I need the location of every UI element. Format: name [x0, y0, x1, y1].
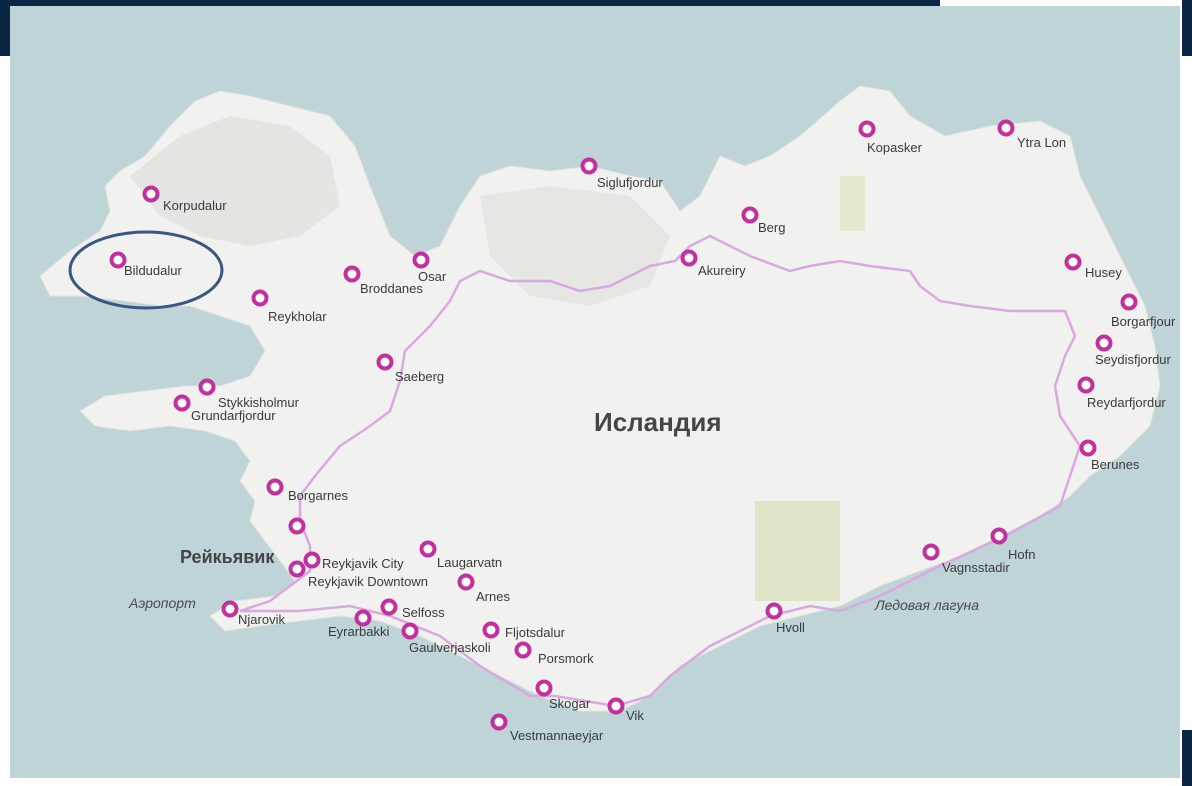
place-label: Laugarvatn — [437, 555, 502, 570]
place-marker-arnes[interactable]: Arnes — [457, 573, 511, 605]
place-marker-njarovik[interactable]: Njarovik — [221, 600, 286, 628]
place-label: Siglufjordur — [597, 175, 663, 190]
country-label: Исландия — [594, 407, 722, 437]
map-canvas: Исландия Рейкьявик Аэропорт Ледовая лагу… — [39, 85, 1176, 744]
green-park-area — [755, 501, 840, 601]
place-marker-unnamed[interactable] — [288, 517, 306, 535]
place-marker-selfoss[interactable]: Selfoss — [380, 598, 446, 621]
left-border-bar — [0, 0, 10, 56]
green-area-north — [840, 176, 865, 231]
place-label: Skogar — [549, 696, 591, 711]
place-label: Arnes — [476, 589, 510, 604]
place-marker-ytra-lon[interactable]: Ytra Lon — [997, 119, 1067, 151]
place-label: Broddanes — [360, 281, 423, 296]
place-label: Njarovik — [238, 612, 285, 627]
place-marker-porsmork[interactable]: Porsmork — [514, 641, 595, 667]
place-label: Reykjavik City — [322, 556, 404, 571]
place-marker-osar[interactable]: Osar — [412, 251, 447, 285]
top-right-border-bar — [1182, 0, 1192, 56]
northern-relief — [480, 186, 670, 306]
place-label: Berunes — [1091, 457, 1140, 472]
place-label: Grundarfjordur — [191, 408, 276, 423]
airport-label: Аэропорт — [128, 595, 196, 611]
place-marker-broddanes[interactable]: Broddanes — [343, 265, 424, 297]
place-marker-eyrarbakki[interactable]: Eyrarbakki — [328, 609, 390, 640]
place-label: Stykkisholmur — [218, 395, 300, 410]
place-marker-korpudalur[interactable]: Korpudalur — [142, 185, 228, 214]
bildudalur-highlight-ring — [68, 230, 224, 310]
place-marker-kopasker[interactable]: Kopasker — [858, 120, 923, 156]
place-label: Korpudalur — [163, 198, 227, 213]
place-marker-vagnsstadir[interactable]: Vagnsstadir — [922, 543, 1011, 576]
place-marker-berunes[interactable]: Berunes — [1079, 439, 1140, 473]
place-label: Saeberg — [395, 369, 444, 384]
place-label: Reydarfjordur — [1087, 395, 1166, 410]
place-marker-saeberg[interactable]: Saeberg — [376, 353, 445, 385]
iceland-map: Исландия Рейкьявик Аэропорт Ледовая лагу… — [10, 6, 1180, 778]
place-label: Osar — [418, 269, 447, 284]
place-label: Borgarnes — [288, 488, 348, 503]
place-label: Kopasker — [867, 140, 923, 155]
place-label: Husey — [1085, 265, 1122, 280]
top-border-bar — [0, 0, 940, 6]
place-marker-vik[interactable]: Vik — [607, 697, 645, 724]
place-label: Hvoll — [776, 620, 805, 635]
place-label: Berg — [758, 220, 785, 235]
place-marker-akureiry[interactable]: Akureiry — [680, 249, 747, 279]
place-marker-hofn[interactable]: Hofn — [990, 527, 1036, 563]
place-marker-reydarfjordur[interactable]: Reydarfjordur — [1077, 376, 1167, 411]
place-label: Fljotsdalur — [505, 625, 566, 640]
place-marker-berg[interactable]: Berg — [741, 206, 786, 236]
place-marker-borgarnes[interactable]: Borgarnes — [266, 478, 349, 504]
place-label: Vagnsstadir — [942, 560, 1010, 575]
place-marker-vestmannaeyjar[interactable]: Vestmannaeyjar — [490, 713, 604, 744]
place-label: Vik — [626, 708, 644, 723]
place-label: Porsmork — [538, 651, 594, 666]
place-marker-seydisfjordur[interactable]: Seydisfjordur — [1095, 334, 1172, 368]
place-marker-reykjavik-downtown[interactable]: Reykjavik Downtown — [288, 560, 428, 590]
place-marker-borgarfjour[interactable]: Borgarfjour — [1111, 293, 1176, 330]
place-label: Reykholar — [268, 309, 327, 324]
place-label: Gaulverjaskoli — [409, 640, 491, 655]
place-marker-siglufjordur[interactable]: Siglufjordur — [580, 157, 664, 191]
place-label: Eyrarbakki — [328, 624, 390, 639]
place-marker-reykholar[interactable]: Reykholar — [251, 289, 328, 325]
place-marker-laugarvatn[interactable]: Laugarvatn — [419, 540, 503, 571]
place-label: Bildudalur — [124, 263, 182, 278]
place-label: Akureiry — [698, 263, 746, 278]
lagoon-label: Ледовая лагуна — [874, 597, 979, 613]
place-marker-stykkisholmur[interactable]: Stykkisholmur — [198, 378, 300, 411]
northwest-fjords-relief — [130, 116, 340, 246]
place-label: Hofn — [1008, 547, 1035, 562]
place-marker-fljotsdalur[interactable]: Fljotsdalur — [482, 621, 566, 641]
place-marker-grundarfjordur[interactable]: Grundarfjordur — [173, 394, 277, 424]
ring-road-route — [239, 234, 1082, 708]
place-markers: Korpudalur Bildudalur Reykholar Broddane… — [109, 119, 1176, 744]
place-label: Ytra Lon — [1017, 135, 1066, 150]
place-marker-husey[interactable]: Husey — [1064, 253, 1123, 281]
place-marker-hvoll[interactable]: Hvoll — [765, 602, 806, 636]
bottom-right-border-bar — [1182, 730, 1192, 786]
place-label: Borgarfjour — [1111, 314, 1176, 329]
capital-label: Рейкьявик — [180, 547, 275, 567]
place-label: Seydisfjordur — [1095, 352, 1172, 367]
place-marker-gaulverjaskoli[interactable]: Gaulverjaskoli — [401, 622, 491, 656]
place-label: Vestmannaeyjar — [510, 728, 604, 743]
place-label: Reykjavik Downtown — [308, 574, 428, 589]
place-marker-skogar[interactable]: Skogar — [535, 679, 591, 712]
place-marker-reykjavik-city[interactable]: Reykjavik City — [303, 551, 405, 572]
place-label: Selfoss — [402, 605, 445, 620]
place-marker-bildudalur[interactable]: Bildudalur — [109, 251, 183, 279]
